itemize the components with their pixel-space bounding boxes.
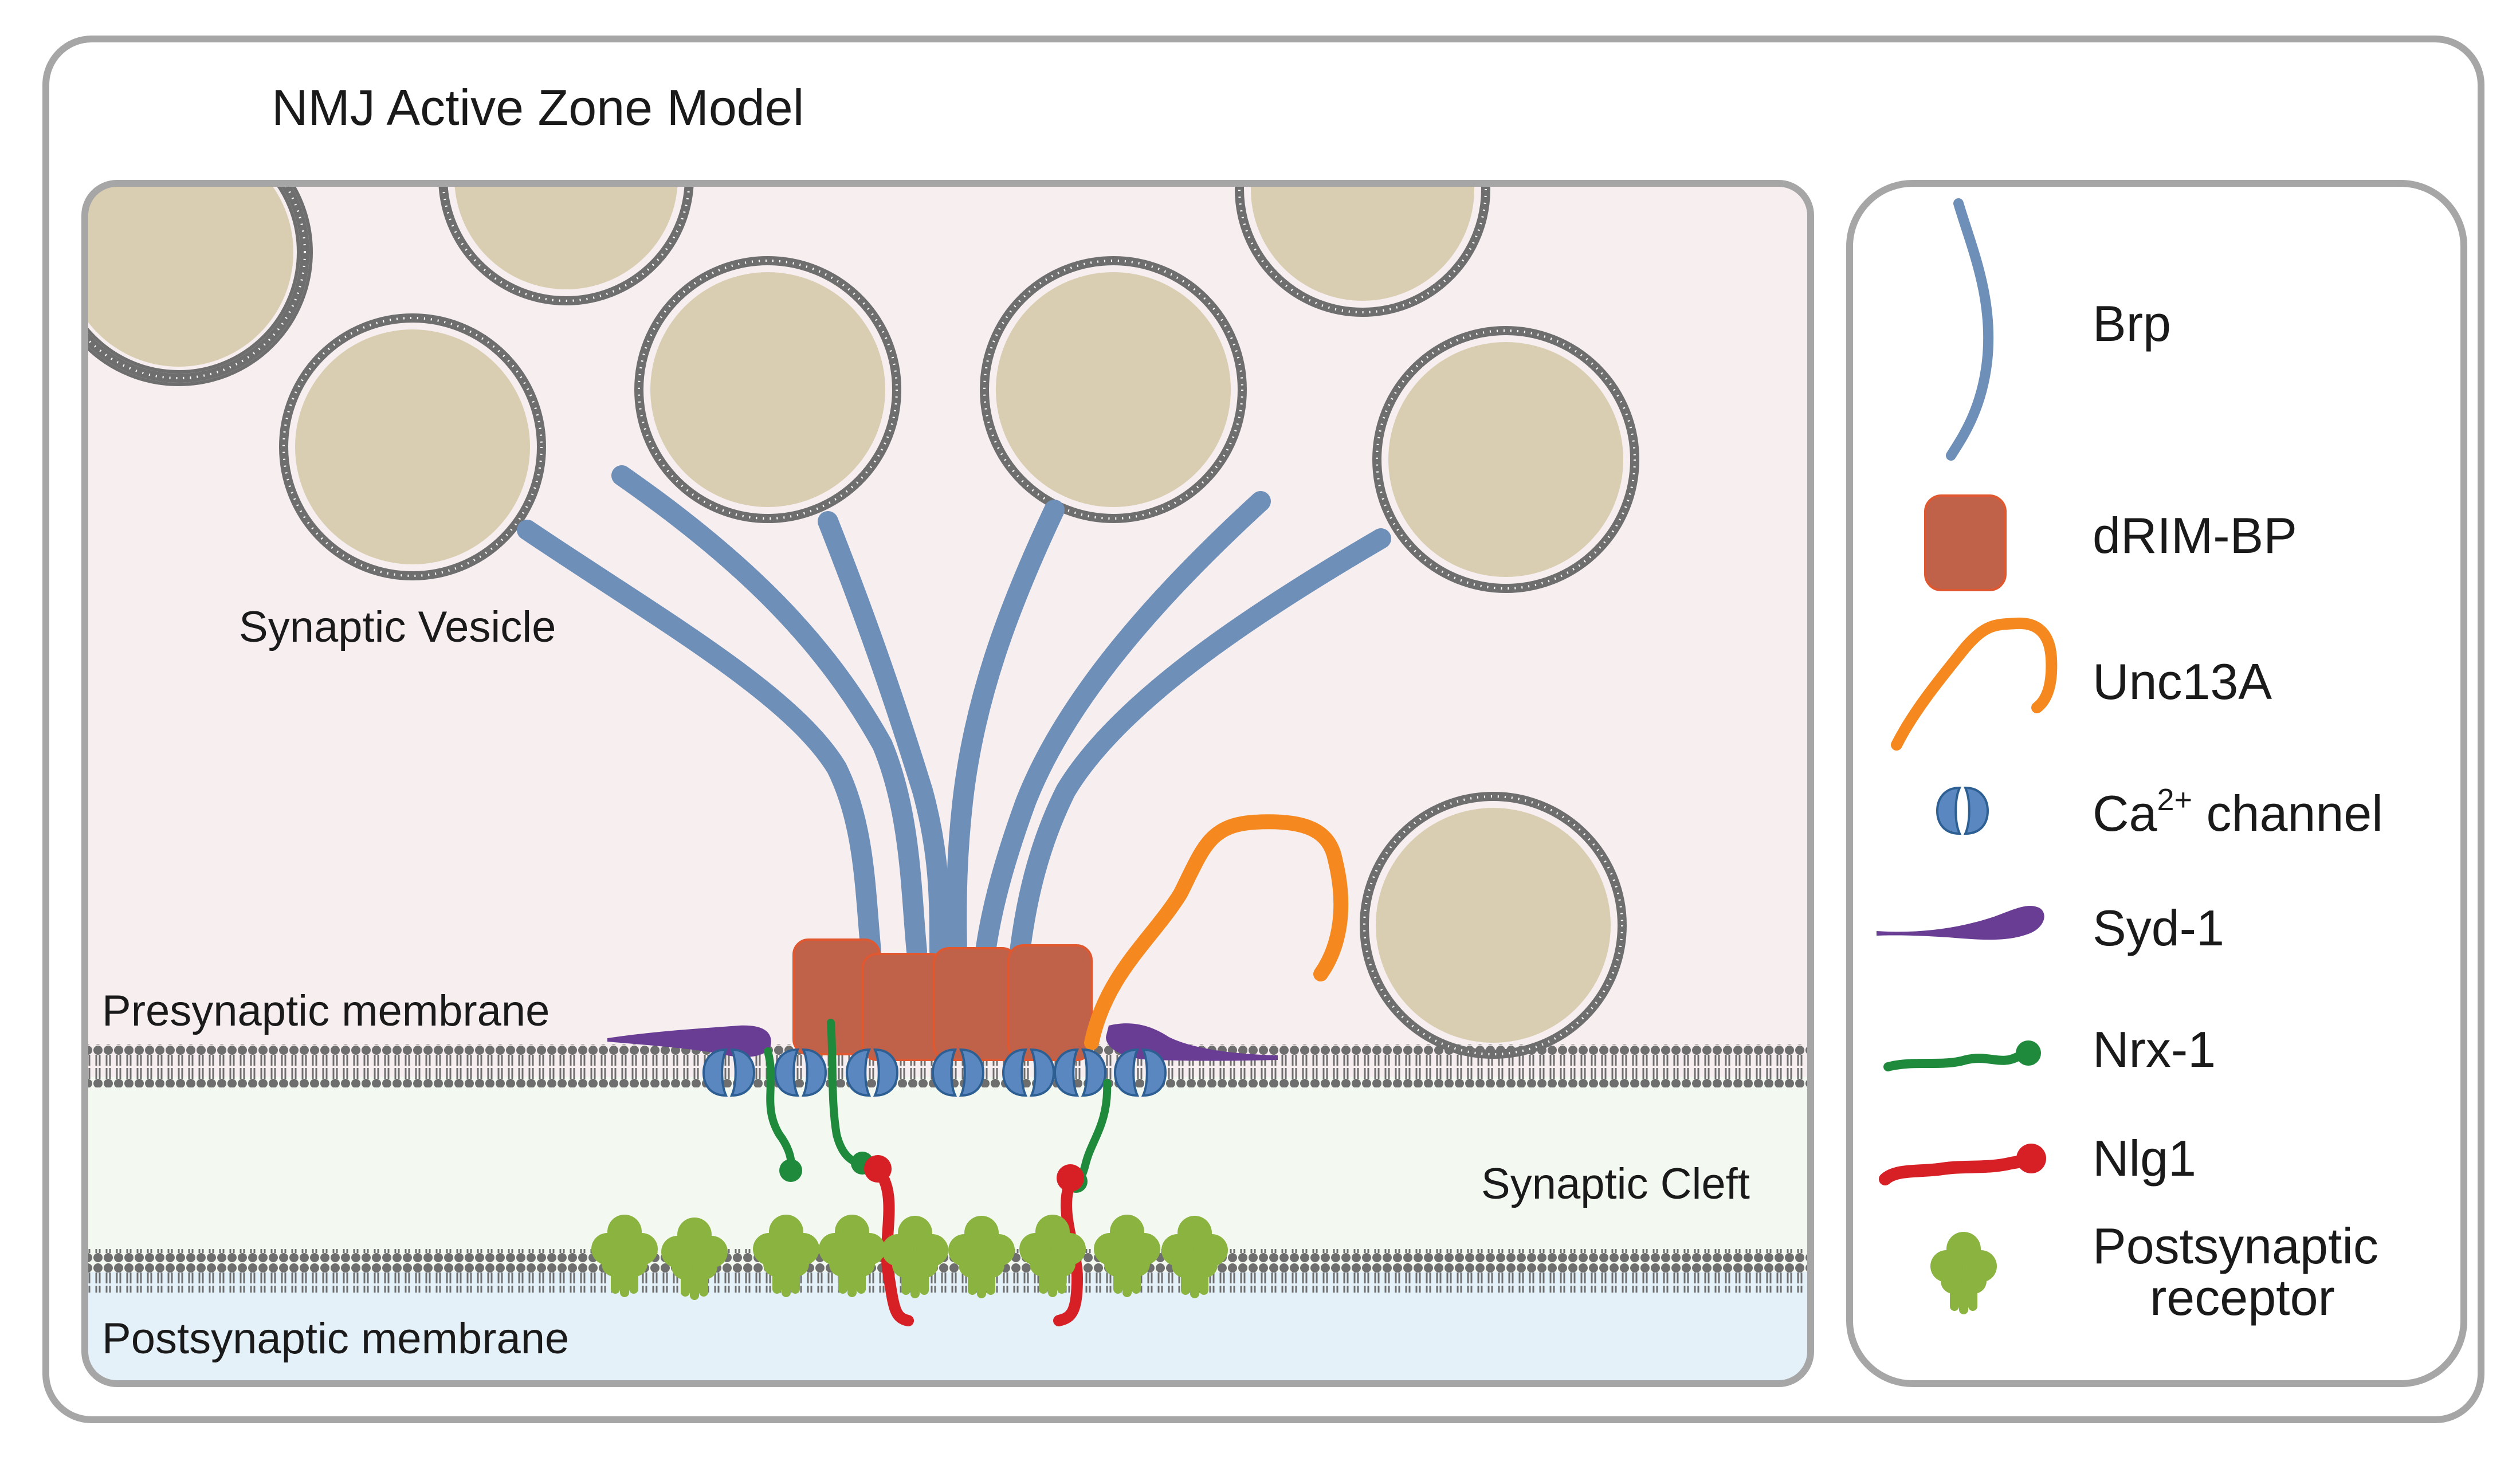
legend-receptor-label-line2: receptor — [2150, 1269, 2335, 1326]
brp-filaments — [517, 465, 1391, 961]
legend-ca-suffix: channel — [2192, 785, 2383, 842]
legend-border — [1846, 180, 2467, 1387]
brp-filament — [975, 491, 1271, 961]
label-postsynaptic-membrane: Postsynaptic membrane — [102, 1314, 569, 1363]
legend-brp-label: Brp — [2093, 295, 2171, 352]
synaptic-vesicle — [279, 313, 546, 580]
brp-filament — [1010, 528, 1391, 961]
legend-drim-bp-label: dRIM-BP — [2093, 507, 2297, 564]
brp-filament — [611, 465, 927, 961]
legend-unc13a-icon — [1891, 617, 2058, 751]
nrx1-protein — [827, 1019, 866, 1167]
postsynaptic-receptors — [591, 1215, 1228, 1295]
legend-nrx1-label: Nrx-1 — [2093, 1021, 2216, 1078]
legend-nlg1-icon — [1879, 1154, 2035, 1185]
legend-receptor-label-line1: Postsynaptic — [2093, 1218, 2378, 1274]
nlg1-protein — [1053, 1175, 1084, 1326]
nlg1-heads — [864, 1155, 1084, 1192]
synaptic-vesicle — [1235, 183, 1490, 317]
diagram-panel: Synaptic Vesicle Presynaptic membrane Sy… — [85, 183, 1811, 1384]
unc13a-protein — [1084, 814, 1349, 1050]
nlg1-proteins — [871, 1163, 1084, 1326]
synaptic-vesicle — [634, 256, 901, 523]
synaptic-vesicle — [1372, 326, 1639, 593]
legend-nlg1-label: Nlg1 — [2093, 1130, 2196, 1187]
synaptic-cleft-region — [85, 1077, 1811, 1272]
drim-bp-protein — [933, 947, 1018, 1061]
legend-ca-prefix: Ca — [2093, 785, 2157, 842]
brp-filament — [517, 520, 881, 961]
legend-nrx1-head — [2016, 1040, 2041, 1066]
diagram-panel-border — [81, 180, 1814, 1387]
legend-panel: Brp dRIM-BP Unc13A Ca2+ channel Syd-1 Nr… — [1846, 180, 2467, 1387]
legend-drim-bp-icon — [1924, 494, 2007, 591]
drim-bp-cluster — [792, 938, 1093, 1061]
legend-brp-icon — [1946, 198, 1994, 461]
label-presynaptic-membrane: Presynaptic membrane — [102, 987, 549, 1035]
legend-syd1-icon — [1877, 905, 2044, 940]
synaptic-vesicle — [438, 183, 694, 305]
legend-syd1-label: Syd-1 — [2093, 900, 2224, 956]
drim-bp-protein — [1007, 944, 1093, 1061]
synaptic-vesicle — [980, 256, 1247, 523]
legend-unc13a-label: Unc13A — [2093, 653, 2272, 710]
postsynaptic-membrane-bilayer — [85, 1249, 1811, 1293]
legend-ca-channel-label: Ca2+ channel — [2093, 783, 2383, 842]
figure-title: NMJ Active Zone Model — [272, 79, 804, 136]
label-synaptic-vesicle: Synaptic Vesicle — [239, 603, 556, 651]
label-synaptic-cleft: Synaptic Cleft — [1481, 1160, 1750, 1208]
brp-filament — [818, 511, 950, 961]
legend-nlg1-head — [2016, 1144, 2046, 1173]
synaptic-vesicle — [85, 183, 313, 386]
synaptic-vesicles — [85, 183, 1639, 1059]
brp-filament — [946, 500, 1065, 961]
legend-ca-superscript: 2+ — [2157, 783, 2193, 817]
nlg1-protein — [871, 1163, 914, 1326]
legend-nrx1-icon — [1883, 1050, 2030, 1071]
synaptic-vesicle — [1360, 792, 1627, 1059]
syd1-protein — [607, 1025, 771, 1057]
